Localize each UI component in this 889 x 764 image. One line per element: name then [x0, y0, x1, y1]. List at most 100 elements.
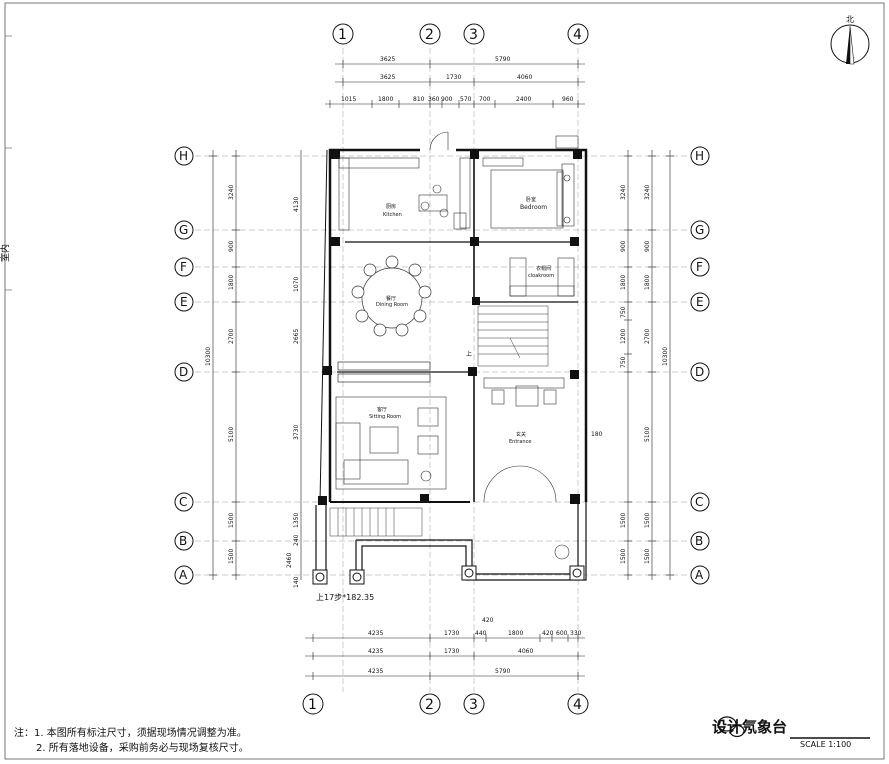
cloakroom-label-cn: 衣帽间	[536, 265, 551, 272]
svg-text:140: 140	[293, 576, 300, 588]
svg-text:B: B	[695, 534, 703, 548]
grid-row-bubbles-right: H G F E D C B A	[690, 146, 710, 585]
svg-text:440: 440	[475, 630, 487, 637]
svg-text:1500: 1500	[644, 549, 651, 564]
svg-text:4235: 4235	[368, 648, 383, 655]
top-dimension-lines	[325, 60, 585, 108]
svg-text:2: 2	[425, 697, 434, 713]
svg-text:960: 960	[562, 96, 574, 103]
svg-text:900: 900	[441, 96, 453, 103]
svg-text:180: 180	[591, 431, 603, 438]
svg-text:G: G	[179, 223, 188, 237]
svg-text:3: 3	[469, 27, 478, 43]
grid-column-bubbles-bottom: 1 2 3 4	[302, 693, 589, 715]
svg-text:1800: 1800	[620, 275, 627, 290]
kitchen-furniture	[338, 131, 471, 231]
svg-text:H: H	[695, 149, 704, 163]
watermark-text: 设计氖象台	[712, 718, 788, 736]
svg-text:2700: 2700	[644, 329, 651, 344]
svg-text:3625: 3625	[380, 74, 395, 81]
entrance-furniture	[483, 377, 565, 503]
svg-text:900: 900	[644, 240, 651, 252]
svg-text:H: H	[179, 149, 188, 163]
svg-text:2460: 2460	[286, 553, 293, 568]
cloakroom-label-en: cloakroom	[528, 273, 554, 279]
svg-text:1200: 1200	[620, 329, 627, 344]
svg-text:750: 750	[620, 306, 627, 318]
cloakroom-furniture	[509, 257, 575, 297]
svg-text:330: 330	[570, 630, 582, 637]
north-compass: 北	[830, 15, 870, 65]
svg-text:1730: 1730	[446, 74, 461, 81]
sitting-label-cn: 客厅	[377, 406, 387, 413]
svg-text:1: 1	[338, 27, 347, 43]
svg-text:3240: 3240	[644, 185, 651, 200]
svg-text:A: A	[695, 568, 704, 582]
stair-mark: 上	[466, 350, 472, 358]
svg-text:1500: 1500	[620, 513, 627, 528]
svg-text:1800: 1800	[644, 275, 651, 290]
svg-text:3240: 3240	[620, 185, 627, 200]
svg-text:C: C	[179, 495, 187, 509]
svg-text:1: 1	[308, 697, 317, 713]
svg-text:C: C	[695, 495, 703, 509]
kitchen-label-en: Kitchen	[383, 212, 402, 218]
svg-text:700: 700	[479, 96, 491, 103]
svg-text:4: 4	[573, 697, 582, 713]
note-line-2: 2. 所有落地设备，采购前务必与现场复核尺寸。	[36, 743, 249, 754]
svg-text:1500: 1500	[620, 549, 627, 564]
svg-text:4060: 4060	[517, 74, 532, 81]
scale-label: SCALE 1:100	[800, 740, 852, 749]
svg-text:1070: 1070	[293, 277, 300, 292]
bedroom-label-cn: 卧室	[526, 196, 536, 203]
entrance-label-en: Entrance	[509, 439, 531, 445]
svg-text:420: 420	[542, 630, 554, 637]
sideboard	[337, 361, 431, 383]
svg-text:900: 900	[228, 240, 235, 252]
svg-text:2665: 2665	[293, 329, 300, 344]
svg-text:810: 810	[413, 96, 425, 103]
svg-text:1730: 1730	[444, 648, 459, 655]
svg-text:900: 900	[620, 240, 627, 252]
svg-text:D: D	[179, 365, 188, 379]
note-line-1: 注：1. 本图所有标注尺寸，须据现场情况调整为准。	[14, 728, 247, 739]
svg-text:D: D	[695, 365, 704, 379]
svg-text:1800: 1800	[378, 96, 393, 103]
svg-text:1015: 1015	[341, 96, 356, 103]
left-dimension-text: 10300 3240 900 1800 2700 5100 1500 1500 …	[205, 185, 300, 588]
grid-column-bubbles-top: 1 2 3 4	[332, 23, 589, 45]
porch-pillars	[312, 565, 585, 585]
dining-label-cn: 餐厅	[386, 295, 396, 302]
exterior-stair	[329, 507, 423, 537]
exterior-walls	[319, 148, 588, 503]
svg-text:F: F	[180, 260, 187, 274]
svg-text:3730: 3730	[293, 425, 300, 440]
svg-text:1800: 1800	[228, 275, 235, 290]
svg-text:3240: 3240	[228, 185, 235, 200]
svg-text:4060: 4060	[518, 648, 533, 655]
bedroom-label-en: Bedroom	[520, 204, 547, 211]
svg-text:5100: 5100	[644, 427, 651, 442]
svg-text:F: F	[696, 260, 703, 274]
svg-text:B: B	[179, 534, 187, 548]
svg-text:5790: 5790	[495, 56, 510, 63]
svg-text:2400: 2400	[516, 96, 531, 103]
svg-text:420: 420	[482, 617, 494, 624]
svg-text:4130: 4130	[293, 197, 300, 212]
svg-text:2700: 2700	[228, 329, 235, 344]
svg-text:E: E	[180, 295, 188, 309]
grid-lines	[195, 48, 688, 692]
svg-text:570: 570	[460, 96, 472, 103]
svg-text:1800: 1800	[508, 630, 523, 637]
bottom-dimension-text: 4235 1730 440 1800 420 600 330 420 4235 …	[368, 617, 582, 675]
svg-text:3: 3	[469, 697, 478, 713]
interior-stair	[477, 305, 549, 367]
svg-text:4: 4	[573, 27, 582, 43]
sitting-label-en: Sitting Room	[369, 414, 401, 420]
svg-text:360: 360	[428, 96, 440, 103]
svg-text:240: 240	[293, 534, 300, 546]
svg-text:750: 750	[620, 356, 627, 368]
svg-text:1350: 1350	[293, 513, 300, 528]
left-dimension-lines	[209, 150, 302, 580]
